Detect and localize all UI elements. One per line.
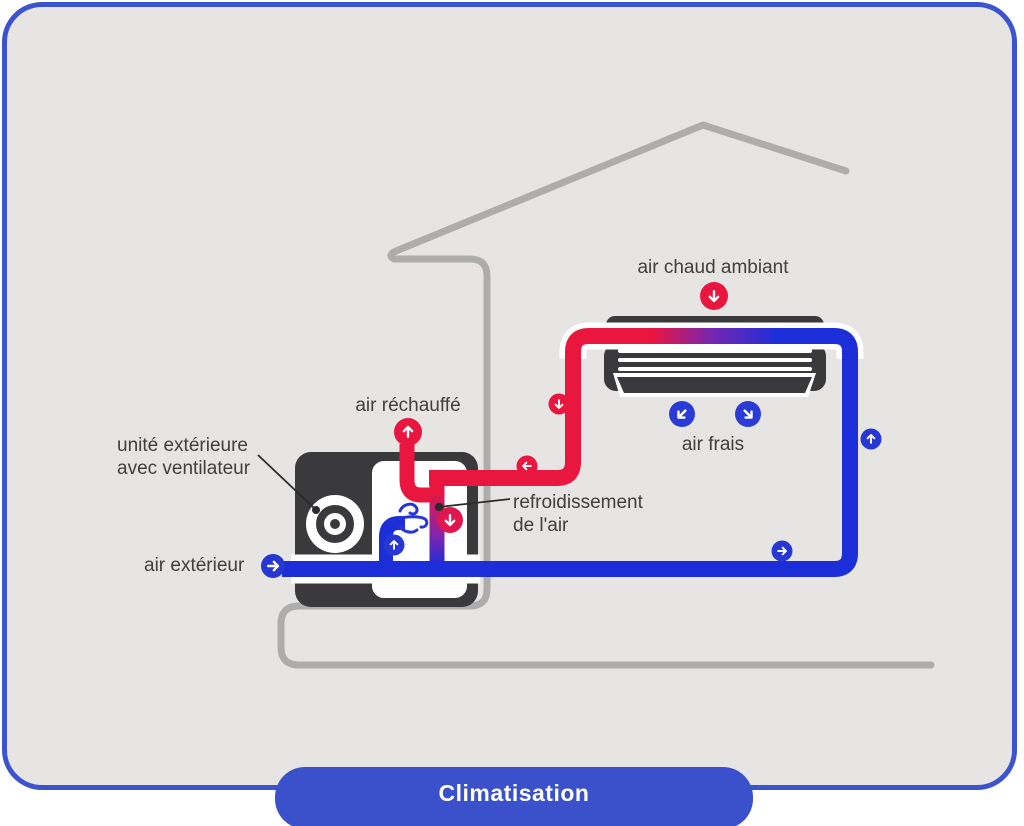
fan-ring — [316, 505, 354, 543]
house-wall-roof-path — [277, 121, 935, 669]
hot-pipe — [429, 328, 658, 486]
title-text: Climatisation — [438, 780, 590, 806]
cold-pipe — [282, 328, 858, 577]
title-pill: Climatisation — [275, 767, 753, 826]
indoor-unit-slat — [618, 367, 812, 371]
arrow-cool-air-left-icon — [669, 401, 695, 427]
arrow-cool-air-right-icon — [735, 401, 761, 427]
arrow-hot-loop-down-icon — [548, 393, 570, 415]
arrow-exhaust-air-icon — [394, 418, 422, 446]
leader-refroidissement — [434, 498, 511, 512]
fan-icon — [306, 495, 364, 553]
arrow-fan-branch-up-icon — [383, 534, 405, 556]
label-refroidissement: refroidissement de l'air — [513, 492, 643, 536]
indoor-unit-flap — [604, 371, 826, 398]
arrow-outside-air-icon — [261, 554, 285, 578]
indoor-unit-slat — [618, 358, 812, 362]
exhaust-stub-pipe — [399, 444, 432, 503]
label-air-chaud-ambiant: air chaud ambiant — [637, 257, 789, 278]
arrow-hot-loop-left-icon — [516, 455, 538, 477]
indoor-unit-slat — [618, 349, 812, 353]
fan-branch-pipe — [379, 516, 405, 573]
arrow-cooling-down-icon — [437, 507, 463, 533]
label-air-frais: air frais — [681, 434, 745, 455]
arrow-cold-loop-right-icon — [771, 540, 793, 562]
label-air-rechauffe: air réchauffé — [355, 395, 461, 416]
fan-hub — [330, 519, 340, 529]
label-unite-exterieure: unité extérieure avec ventilateur — [117, 435, 251, 479]
label-air-exterieur: air extérieur — [144, 555, 245, 576]
breeze-icon — [397, 502, 429, 534]
arrow-room-hot-air-icon — [700, 282, 728, 310]
arrow-cold-loop-up-icon — [860, 428, 882, 450]
leader-unite-exterieure — [257, 454, 320, 514]
